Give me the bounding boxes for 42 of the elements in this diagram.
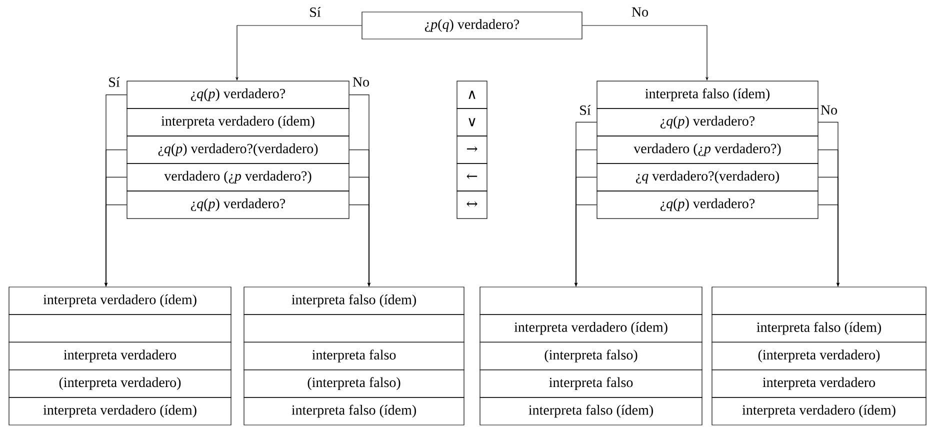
text-box: ¿q(p) verdadero?: [596, 108, 818, 136]
text-box: ¿q(p) verdadero?(verdadero): [126, 136, 350, 164]
text-box: ¿p(q) verdadero?: [362, 12, 582, 40]
text-box: interpreta falso: [480, 370, 702, 398]
edge-label: Sí: [578, 104, 592, 116]
text-box: ¿q verdadero?(verdadero): [596, 163, 818, 192]
text-box: verdadero (¿p verdadero?): [126, 163, 350, 192]
text-box: interpreta verdadero (ídem): [480, 314, 702, 342]
text-box: interpreta falso (ídem): [712, 314, 926, 342]
symbol-box: ∧: [456, 80, 488, 109]
text-box: (interpreta verdadero): [712, 342, 926, 370]
text-box: interpreta falso (ídem): [244, 397, 464, 426]
text-box: interpreta verdadero (ídem): [8, 286, 232, 315]
symbol-box: ↔: [456, 190, 488, 219]
symbol-box: →: [456, 136, 488, 164]
edge-label: No: [630, 6, 650, 18]
empty-box: [8, 314, 232, 342]
text-box: interpreta falso (ídem): [596, 80, 818, 109]
text-box: interpreta falso (ídem): [480, 397, 702, 426]
empty-box: [244, 314, 464, 342]
text-box: interpreta verdadero (ídem): [712, 397, 926, 426]
text-box: (interpreta verdadero): [8, 370, 232, 398]
edge-label: Sí: [107, 76, 121, 88]
text-box: (interpreta falso): [244, 370, 464, 398]
text-box: interpreta falso: [244, 342, 464, 370]
text-box: interpreta verdadero: [712, 370, 926, 398]
empty-box: [712, 286, 926, 315]
text-box: ¿q(p) verdadero?: [596, 190, 818, 219]
text-box: ¿q(p) verdadero?: [126, 80, 350, 109]
edge-label: Sí: [308, 6, 322, 18]
text-box: verdadero (¿p verdadero?): [596, 136, 818, 164]
symbol-box: ←: [456, 163, 488, 192]
text-box: interpreta verdadero: [8, 342, 232, 370]
text-box: ¿q(p) verdadero?: [126, 190, 350, 219]
text-box: interpreta verdadero (ídem): [126, 108, 350, 136]
symbol-box: ∨: [456, 108, 488, 136]
text-box: interpreta verdadero (ídem): [8, 397, 232, 426]
empty-box: [480, 286, 702, 315]
edge-label: No: [351, 76, 371, 88]
text-box: (interpreta falso): [480, 342, 702, 370]
text-box: interpreta falso (ídem): [244, 286, 464, 315]
edge-label: No: [819, 104, 839, 116]
